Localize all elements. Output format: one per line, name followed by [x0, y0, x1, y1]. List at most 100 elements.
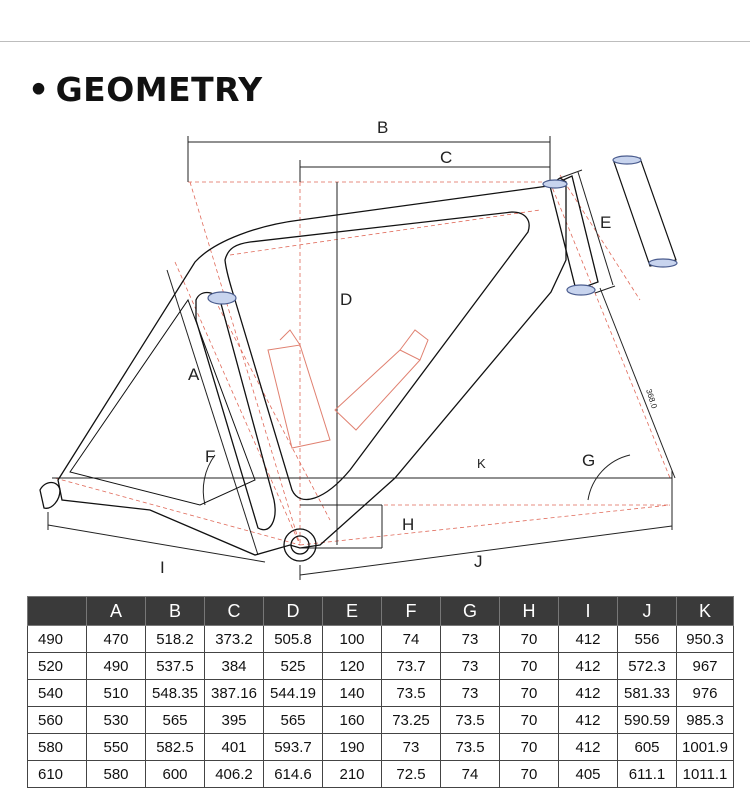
cell-b: 582.5 — [145, 733, 205, 761]
cell-i: 412 — [558, 733, 618, 761]
cell-a: 580 — [86, 760, 146, 788]
cell-f: 73 — [381, 733, 441, 761]
header-i: I — [558, 596, 618, 626]
top-divider — [0, 41, 750, 42]
cell-j: 556 — [617, 625, 677, 653]
cell-a: 550 — [86, 733, 146, 761]
cell-h: 70 — [499, 679, 559, 707]
cell-i: 412 — [558, 679, 618, 707]
table-row: 540 510 548.35 387.16 544.19 140 73.5 73… — [27, 679, 734, 707]
cell-k: 1001.9 — [676, 733, 734, 761]
header-c: C — [204, 596, 264, 626]
label-c: C — [440, 148, 452, 167]
cell-d: 525 — [263, 652, 323, 680]
cell-d: 544.19 — [263, 679, 323, 707]
cell-e: 120 — [322, 652, 382, 680]
cell-c: 384 — [204, 652, 264, 680]
cell-c: 387.16 — [204, 679, 264, 707]
dimension-lines — [47, 136, 676, 580]
cell-b: 537.5 — [145, 652, 205, 680]
cell-f: 73.7 — [381, 652, 441, 680]
label-i: I — [160, 558, 165, 577]
cell-j: 605 — [617, 733, 677, 761]
cell-g: 73 — [440, 625, 500, 653]
cell-g: 73 — [440, 652, 500, 680]
table-row: 610 580 600 406.2 614.6 210 72.5 74 70 4… — [27, 760, 734, 788]
table-row: 490 470 518.2 373.2 505.8 100 74 73 70 4… — [27, 625, 734, 653]
label-f: F — [205, 447, 215, 466]
header-f: F — [381, 596, 441, 626]
cell-g: 73.5 — [440, 706, 500, 734]
table-row: 520 490 537.5 384 525 120 73.7 73 70 412… — [27, 652, 734, 680]
cell-e: 190 — [322, 733, 382, 761]
cell-k: 976 — [676, 679, 734, 707]
cell-h: 70 — [499, 733, 559, 761]
cell-h: 70 — [499, 625, 559, 653]
label-h: H — [402, 515, 414, 534]
cell-b: 565 — [145, 706, 205, 734]
cell-j: 611.1 — [617, 760, 677, 788]
header-b: B — [145, 596, 205, 626]
header-h: H — [499, 596, 559, 626]
cell-k: 967 — [676, 652, 734, 680]
label-d: D — [340, 290, 352, 309]
cell-c: 373.2 — [204, 625, 264, 653]
cell-i: 412 — [558, 706, 618, 734]
table-header-row: A B C D E F G H I J K — [27, 596, 734, 626]
cell-c: 401 — [204, 733, 264, 761]
bottom-bracket — [283, 528, 317, 562]
page-title: •GEOMETRY — [28, 70, 263, 109]
cell-size: 580 — [27, 733, 87, 761]
cell-f: 72.5 — [381, 760, 441, 788]
cell-f: 73.5 — [381, 679, 441, 707]
cell-size: 540 — [27, 679, 87, 707]
header-k: K — [676, 596, 734, 626]
cell-g: 73 — [440, 679, 500, 707]
label-k: K — [477, 456, 486, 471]
cell-e: 140 — [322, 679, 382, 707]
cell-i: 412 — [558, 652, 618, 680]
cell-e: 210 — [322, 760, 382, 788]
title-bullet: • — [28, 70, 50, 109]
cell-d: 505.8 — [263, 625, 323, 653]
cell-d: 593.7 — [263, 733, 323, 761]
cell-f: 74 — [381, 625, 441, 653]
cell-b: 600 — [145, 760, 205, 788]
cell-h: 70 — [499, 652, 559, 680]
header-e: E — [322, 596, 382, 626]
header-a: A — [86, 596, 146, 626]
cell-i: 412 — [558, 625, 618, 653]
cell-size: 520 — [27, 652, 87, 680]
header-j: J — [617, 596, 677, 626]
table-row: 560 530 565 395 565 160 73.25 73.5 70 41… — [27, 706, 734, 734]
cell-b: 548.35 — [145, 679, 205, 707]
label-g: G — [582, 451, 595, 470]
title-text: GEOMETRY — [55, 70, 263, 109]
cell-h: 70 — [499, 706, 559, 734]
frame-geometry-diagram: B C D E A F G K H I J 368.0 — [39, 118, 678, 580]
cell-a: 470 — [86, 625, 146, 653]
cell-h: 70 — [499, 760, 559, 788]
cell-size: 490 — [27, 625, 87, 653]
cell-size: 560 — [27, 706, 87, 734]
fork-steerer — [207, 155, 678, 305]
cell-e: 160 — [322, 706, 382, 734]
cell-g: 74 — [440, 760, 500, 788]
cell-j: 581.33 — [617, 679, 677, 707]
label-b: B — [377, 118, 388, 137]
cell-j: 572.3 — [617, 652, 677, 680]
label-a: A — [188, 365, 200, 384]
cell-d: 565 — [263, 706, 323, 734]
header-size — [27, 596, 87, 626]
cell-a: 510 — [86, 679, 146, 707]
label-fork-length: 368.0 — [644, 388, 659, 410]
label-e: E — [600, 213, 611, 232]
cell-a: 490 — [86, 652, 146, 680]
cell-k: 985.3 — [676, 706, 734, 734]
cell-k: 950.3 — [676, 625, 734, 653]
cell-g: 73.5 — [440, 733, 500, 761]
table-row: 580 550 582.5 401 593.7 190 73 73.5 70 4… — [27, 733, 734, 761]
bike-frame — [39, 175, 599, 556]
cell-c: 395 — [204, 706, 264, 734]
cell-k: 1011.1 — [676, 760, 734, 788]
